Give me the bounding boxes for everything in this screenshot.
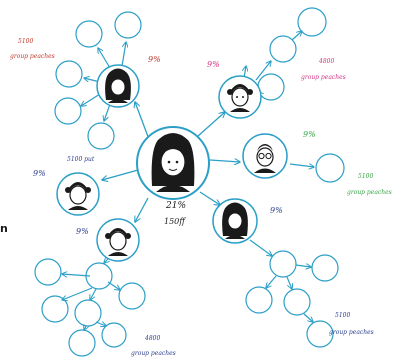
small-node [75, 20, 103, 48]
top-left-person-node [96, 64, 140, 108]
bottom-right-note-line2: group peaches [329, 329, 374, 336]
small-node [257, 73, 285, 101]
girl-avatar-icon [105, 68, 131, 103]
small-node [87, 122, 115, 150]
top-left-percent-label: 9% [148, 55, 161, 64]
top-right-note-line1: 4800 [318, 58, 334, 65]
bottom-right-note-line1: 5100 [335, 312, 350, 319]
top-left-note-line1: 5100 [18, 38, 33, 45]
top-right-person-node [218, 75, 262, 119]
connector-center-bottom-right [199, 191, 220, 205]
small-node [34, 258, 62, 286]
small-node [118, 282, 146, 310]
small-node [55, 60, 83, 88]
right-note-line1: 5100 [358, 173, 373, 180]
top-left-cluster [54, 11, 142, 150]
small-node [269, 35, 297, 63]
bottom-left-note-line2: group peaches [131, 350, 176, 357]
center-percent-label: 21% [165, 201, 186, 211]
bottom-left-cluster [34, 254, 146, 357]
woman-avatar-icon [151, 133, 195, 192]
girl-pigtails-avatar-icon [65, 182, 91, 210]
girl-pigtails-avatar-icon [105, 228, 131, 256]
man-glasses-avatar-icon [254, 144, 276, 173]
small-node [245, 286, 273, 314]
small-node [41, 295, 69, 323]
connector-center-top-left [135, 102, 151, 143]
top-right-note-line2: group peaches [301, 74, 346, 81]
top-right-percent-label: 9% [207, 60, 220, 69]
left-percent-label: 9% [33, 169, 46, 178]
edge-cropped-text: n [0, 222, 8, 235]
connector-center-bottom-left [135, 197, 149, 222]
small-node [269, 250, 297, 278]
connector-center-right [209, 160, 240, 162]
right-note-line2: group peaches [347, 189, 392, 196]
center-sub-label: 150ff [164, 217, 186, 226]
bottom-left-note-line1: 4800 [144, 335, 160, 342]
left-note: 5100 put [67, 156, 95, 163]
right-percent-label: 9% [303, 130, 316, 139]
top-left-note-line2: group peaches [10, 53, 55, 60]
small-node [306, 320, 334, 348]
bottom-right-person-node [212, 198, 258, 244]
bottom-right-cluster [245, 239, 339, 348]
girl-pigtails-avatar-icon [227, 84, 253, 112]
center-person-node [136, 126, 210, 200]
connector-center-top-right [197, 112, 225, 137]
small-node [54, 97, 82, 125]
left-person-node [56, 172, 100, 216]
small-node [297, 7, 327, 37]
bottom-right-percent-label: 9% [270, 206, 283, 215]
bottom-left-percent-label: 9% [76, 227, 89, 236]
bottom-left-person-node [96, 218, 140, 262]
small-node [311, 254, 339, 282]
small-node [315, 153, 345, 183]
small-node [283, 288, 311, 316]
right-person-node [242, 133, 288, 179]
small-node [114, 11, 142, 39]
annotations: 21% 150ff 9% 5100 group peaches 9% 4800 … [0, 38, 392, 357]
center-connectors [102, 102, 240, 222]
connector-center-left [102, 169, 139, 180]
woman-avatar-icon [222, 202, 248, 239]
small-node [101, 322, 127, 348]
right-cluster [289, 153, 345, 183]
small-node [68, 329, 96, 357]
